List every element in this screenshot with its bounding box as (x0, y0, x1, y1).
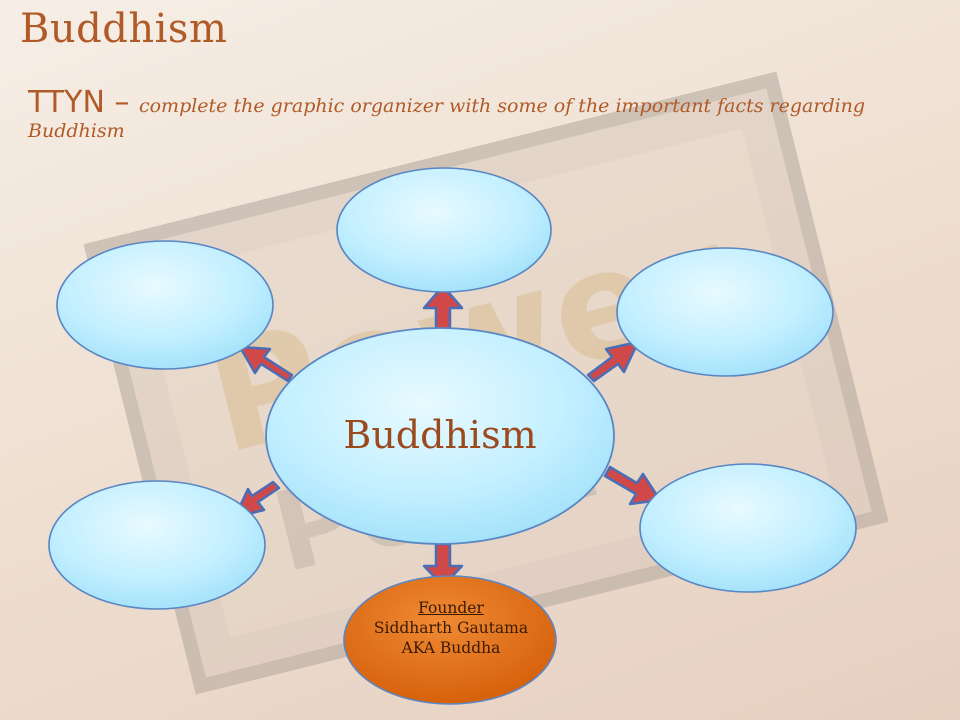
slide-title: Buddhism (20, 6, 228, 52)
founder-bubble[interactable] (343, 575, 557, 705)
fact-bubble-lower-right[interactable] (639, 463, 857, 593)
fact-bubble-lower-left[interactable] (48, 480, 266, 610)
fact-bubble-top[interactable] (336, 167, 552, 293)
founder-name: Siddharth Gautama (373, 619, 529, 637)
center-label: Buddhism (343, 413, 537, 457)
fact-bubble-upper-right[interactable] (616, 247, 834, 377)
founder-alias: AKA Buddha (401, 639, 501, 657)
founder-heading: Founder (418, 599, 484, 617)
arrow-up (422, 284, 464, 332)
arrow-up-left (238, 345, 294, 383)
instructions: TTYN – complete the graphic organizer wi… (28, 85, 928, 142)
arrow-down-right (603, 465, 662, 506)
fact-bubble-upper-left[interactable] (56, 240, 274, 370)
instructions-text: complete the graphic organizer with some… (28, 95, 866, 142)
center-bubble[interactable] (265, 327, 615, 545)
arrow-up-right (586, 340, 640, 383)
founder-text: Founder Siddharth Gautama AKA Buddha (345, 598, 557, 658)
instructions-lead: TTYN – (28, 85, 139, 120)
